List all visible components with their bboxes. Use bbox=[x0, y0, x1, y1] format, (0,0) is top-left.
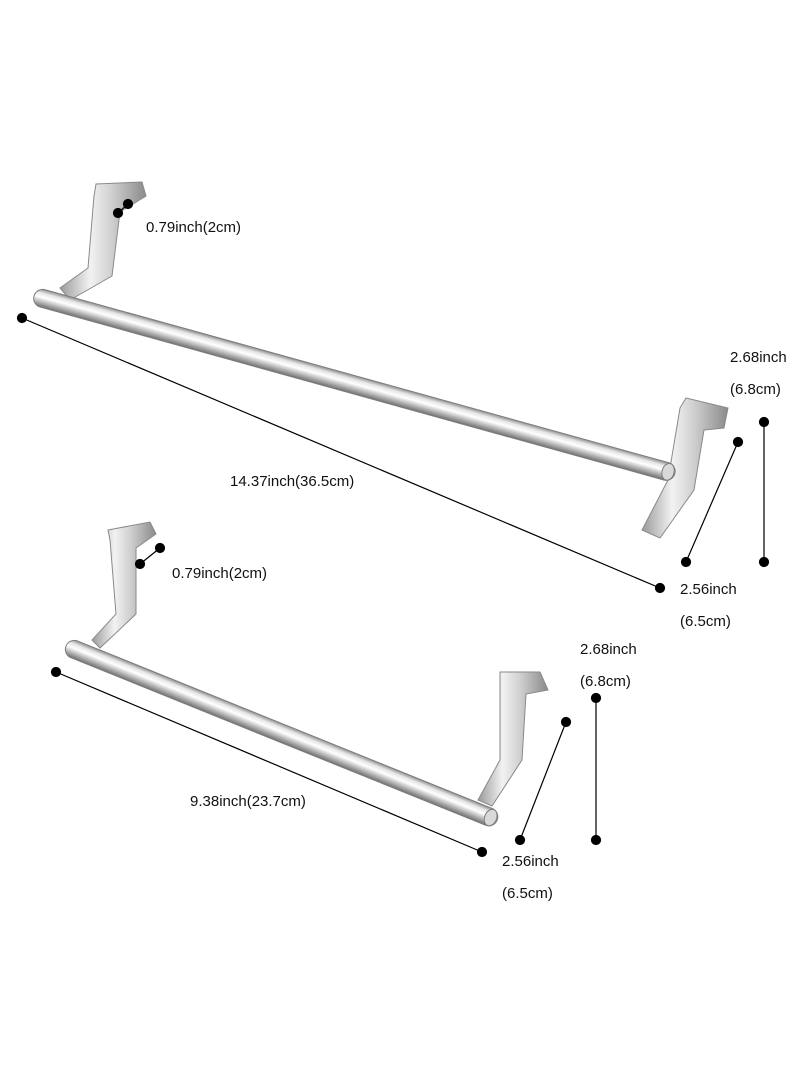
large-rack-height-cm-label: (6.8cm) bbox=[730, 381, 781, 398]
dim-dot bbox=[590, 834, 602, 846]
small-rack-depth-inch-label: 2.56inch bbox=[502, 853, 559, 870]
dim-dot bbox=[476, 846, 488, 858]
dim-dot bbox=[514, 834, 526, 846]
large-rack-depth-inch-label: 2.56inch bbox=[680, 581, 737, 598]
small-rack-depth-cm-label: (6.5cm) bbox=[502, 885, 553, 902]
large-rack-left-bracket bbox=[59, 181, 147, 301]
dim-dot bbox=[122, 198, 134, 210]
small-rack-left-bracket bbox=[91, 521, 157, 649]
large-rack-bar bbox=[33, 288, 676, 481]
dim-dot bbox=[16, 312, 28, 324]
dim-dot bbox=[154, 542, 166, 554]
dim-dot bbox=[50, 666, 62, 678]
small-rack-bar-end-cap bbox=[483, 808, 498, 827]
large-rack-dimension-lines bbox=[16, 198, 770, 594]
dim-dot bbox=[560, 716, 572, 728]
dim-dot bbox=[590, 692, 602, 704]
dim-dot bbox=[134, 558, 146, 570]
small-rack-dimension-lines bbox=[50, 542, 602, 858]
large-rack-hook-width-label: 0.79inch(2cm) bbox=[146, 219, 242, 236]
small-rack-hook-width-label: 0.79inch(2cm) bbox=[172, 565, 268, 582]
large-rack-right-bracket bbox=[641, 397, 729, 539]
small-rack-bar bbox=[64, 639, 499, 827]
large-rack-bar-end-cap bbox=[661, 462, 675, 481]
small-rack-right-bracket bbox=[477, 671, 549, 807]
large-rack-length-label: 14.37inch(36.5cm) bbox=[230, 473, 355, 490]
large-rack-height-inch-label: 2.68inch bbox=[730, 349, 787, 366]
dim-dot bbox=[758, 416, 770, 428]
small-rack-length-label: 9.38inch(23.7cm) bbox=[190, 793, 306, 810]
small-towel-rack bbox=[64, 521, 549, 827]
dim-dot bbox=[758, 556, 770, 568]
dim-dot bbox=[654, 582, 666, 594]
small-rack-height-inch-label: 2.68inch bbox=[580, 641, 637, 658]
dim-dot bbox=[112, 207, 124, 219]
small-rack-height-cm-label: (6.8cm) bbox=[580, 673, 631, 690]
dim-dot bbox=[732, 436, 744, 448]
large-towel-rack bbox=[33, 181, 729, 539]
dim-dot bbox=[680, 556, 692, 568]
large-rack-depth-cm-label: (6.5cm) bbox=[680, 613, 731, 630]
